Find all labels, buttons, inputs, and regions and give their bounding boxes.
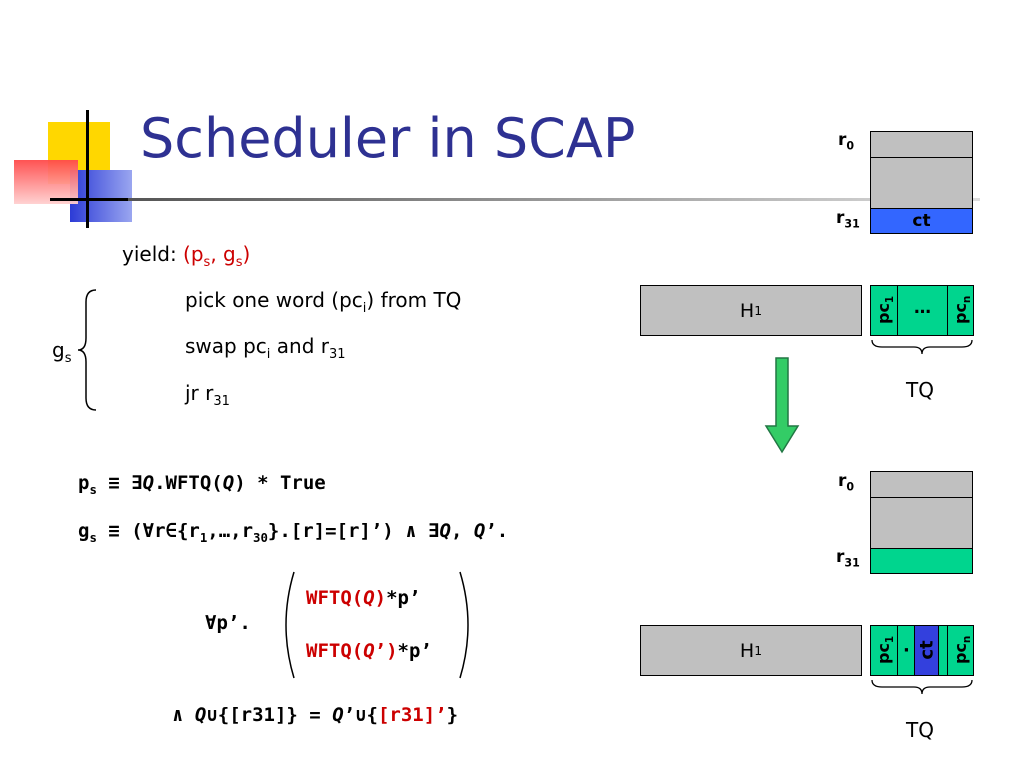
title-underline (128, 198, 980, 201)
reg-r31-label: r31 (836, 547, 860, 570)
tq-box-top (870, 285, 974, 336)
reg-r0-label: r0 (838, 471, 855, 494)
gs-definition: gs ≡ (∀r∈{r1,…,r30}.[r]=[r]’) ∧ ∃Q, Q’. (78, 520, 509, 545)
union-equation: ∧ Q∪{[r31]} = Q’∪{[r31]’} (172, 704, 459, 726)
tq-divider (897, 625, 898, 676)
yield-args: (ps, gs) (183, 242, 251, 270)
tq-pcn-bottom: pcn (951, 635, 974, 664)
tq-divider (947, 285, 948, 336)
reg-middle-cells (870, 157, 973, 209)
tq-pc1-bottom: pc1 (874, 635, 897, 664)
logo-horizontal-line (50, 198, 128, 201)
step-swap: swap pci and r31 (185, 334, 346, 362)
tq-brace-icon (871, 679, 973, 695)
logo-blue-square (70, 170, 132, 222)
tq-pcn-top: pcn (951, 295, 974, 324)
reg-r31-cell (870, 548, 973, 574)
tq-brace-icon (871, 339, 973, 355)
step-jr: jr r31 (185, 381, 230, 409)
tq-dot: · (903, 640, 910, 661)
tq-ellipsis: … (914, 298, 931, 318)
reg-r0-cell (870, 471, 973, 498)
ps-definition: ps ≡ ∃Q.WFTQ(Q) * True (78, 472, 326, 497)
tq-label-top: TQ (906, 378, 934, 402)
tq-label-bottom: TQ (906, 718, 934, 742)
down-arrow-icon (764, 357, 800, 454)
left-paren-icon (285, 571, 295, 679)
step-pick-word: pick one word (pci) from TQ (185, 288, 462, 316)
reg-r31-cell: ct (870, 208, 973, 234)
reg-r0-cell (870, 131, 973, 158)
yield-line: yield: (ps, gs) (122, 242, 250, 270)
slide-title: Scheduler in SCAP (140, 107, 636, 170)
tq-ct-cell (914, 625, 939, 676)
logo-vertical-line (86, 110, 89, 228)
logo-red-square (14, 160, 78, 204)
reg-r0-label: r0 (838, 130, 855, 153)
case-wftq-q-prime: WFTQ(Q’)*p’ (306, 640, 432, 662)
tq-pc1-top: pc1 (874, 295, 897, 324)
forall-p: ∀p’. (205, 612, 251, 634)
gs-brace-label: gs (52, 338, 72, 366)
tq-ct-label: ct (916, 640, 938, 660)
right-paren-icon (459, 571, 469, 679)
reg-middle-cells (870, 497, 973, 549)
reg-r31-label: r31 (836, 208, 860, 231)
case-wftq-q: WFTQ(Q)*p’ (306, 587, 421, 609)
left-brace-icon (77, 289, 97, 411)
tq-divider (897, 285, 898, 336)
yield-label: yield: (122, 242, 184, 266)
tq-divider (947, 625, 948, 676)
